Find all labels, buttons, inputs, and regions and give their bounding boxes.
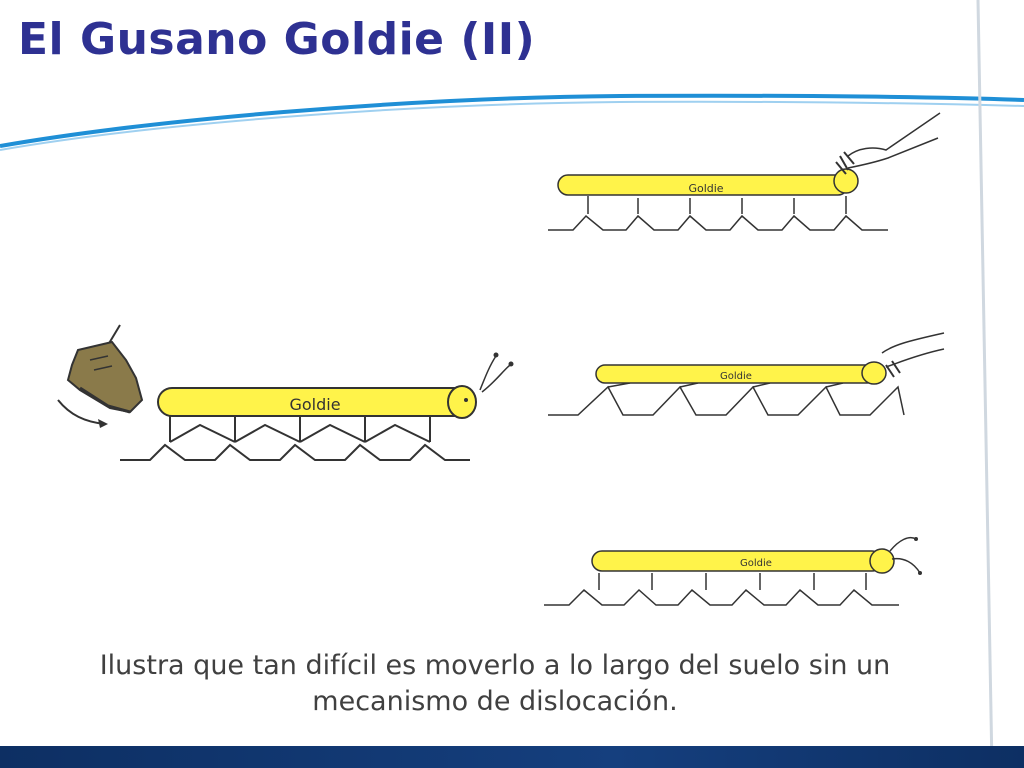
- worm-bottom-diagram: Goldie: [544, 536, 922, 606]
- worm-bottom-label: Goldie: [740, 558, 772, 569]
- worm-bottom-body: [591, 536, 922, 575]
- pulling-hand-icon: [835, 112, 941, 175]
- worm-middle-label: Goldie: [720, 371, 752, 382]
- worm-top-label: Goldie: [688, 182, 723, 195]
- worm-middle-body: [595, 361, 887, 385]
- worm-top-diagram: Goldie: [548, 112, 941, 231]
- main-floor: [120, 410, 470, 461]
- slide-title: El Gusano Goldie (II): [18, 14, 536, 65]
- worm-middle-diagram: Goldie: [548, 332, 945, 416]
- main-worm-diagram: Goldie: [57, 324, 514, 461]
- worm-middle-floor: [548, 382, 905, 416]
- pulling-hand-icon: [881, 332, 945, 378]
- accent-swoosh-shadow: [0, 100, 1024, 151]
- main-worm-body: [157, 352, 514, 419]
- worm-bottom-floor: [544, 573, 899, 606]
- worm-top-body: [557, 168, 859, 196]
- boot-icon: [66, 324, 144, 414]
- slide-caption: Ilustra que tan difícil es moverlo a lo …: [99, 650, 891, 717]
- motion-arrow-icon: [57, 399, 108, 428]
- main-worm-label: Goldie: [289, 395, 340, 414]
- accent-swoosh-line: [0, 93, 1024, 148]
- worm-top-floor: [548, 196, 888, 231]
- bottom-band: [0, 746, 1024, 768]
- right-edge-line: [976, 0, 994, 768]
